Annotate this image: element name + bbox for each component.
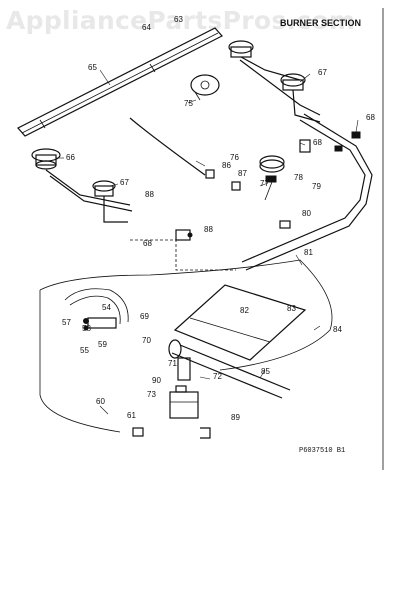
part-73-valve	[169, 385, 199, 419]
part-81-manifold	[241, 113, 373, 271]
callout-60: 60	[96, 397, 105, 406]
part-66-burner-head-left	[31, 148, 61, 170]
callout-82: 82	[240, 306, 249, 315]
part-67-burner-tube-right	[239, 59, 321, 123]
part-83-plate	[173, 284, 307, 361]
part-68-orifice-right	[299, 131, 361, 153]
callout-58: 58	[82, 324, 91, 333]
callout-68: 68	[143, 239, 152, 248]
part-75-bracket	[190, 74, 220, 101]
part-67-burner-tube-left	[45, 169, 133, 223]
part-60-wire	[39, 290, 121, 433]
callout-61: 61	[127, 411, 136, 420]
callout-64: 64	[142, 23, 151, 32]
part-61-connector	[132, 427, 144, 437]
part-88-valve-left	[175, 229, 193, 241]
callout-75: 75	[184, 99, 193, 108]
part-84-wire	[39, 259, 333, 371]
callout-72: 72	[213, 372, 222, 381]
gas-line-dashed	[130, 239, 236, 271]
callout-71: 71	[168, 359, 177, 368]
callout-79: 79	[312, 182, 321, 191]
callout-65: 65	[88, 63, 97, 72]
callout-86: 86	[222, 161, 231, 170]
callout-66: 66	[66, 153, 75, 162]
callout-59: 59	[98, 340, 107, 349]
drawing-code: P6037510 B1	[299, 447, 345, 455]
callout-55: 55	[80, 346, 89, 355]
part-76-tube	[129, 117, 206, 176]
callout-63: 63	[174, 15, 183, 24]
callout-67: 67	[120, 178, 129, 187]
part-64-burner-head-right	[228, 40, 301, 81]
callout-80: 80	[302, 209, 311, 218]
leader-lines	[56, 69, 359, 415]
part-71-bracket	[177, 357, 191, 381]
callout-73: 73	[147, 390, 156, 399]
callout-69: 69	[140, 312, 149, 321]
callout-68: 68	[313, 138, 322, 147]
callout-87: 87	[238, 169, 247, 178]
callout-77: 77	[260, 179, 269, 188]
callout-81: 81	[304, 248, 313, 257]
callout-68: 68	[366, 113, 375, 122]
callout-89: 89	[231, 413, 240, 422]
callout-90: 90	[152, 376, 161, 385]
callout-88: 88	[145, 190, 154, 199]
part-78-coil	[259, 155, 285, 201]
part-65-rail	[17, 27, 223, 137]
part-80-clip	[279, 220, 291, 229]
callout-84: 84	[333, 325, 342, 334]
callout-83: 83	[287, 304, 296, 313]
part-89-clip	[200, 427, 211, 439]
callout-67: 67	[318, 68, 327, 77]
callout-57: 57	[62, 318, 71, 327]
callout-76: 76	[230, 153, 239, 162]
section-title: BURNER SECTION	[280, 18, 361, 28]
part-56-igniter-wires	[64, 288, 129, 331]
callout-70: 70	[142, 336, 151, 345]
callout-78: 78	[294, 173, 303, 182]
part-86-connector	[205, 169, 215, 179]
part-87-connector	[231, 181, 241, 191]
callout-88: 88	[204, 225, 213, 234]
callout-54: 54	[102, 303, 111, 312]
callout-85: 85	[261, 367, 270, 376]
